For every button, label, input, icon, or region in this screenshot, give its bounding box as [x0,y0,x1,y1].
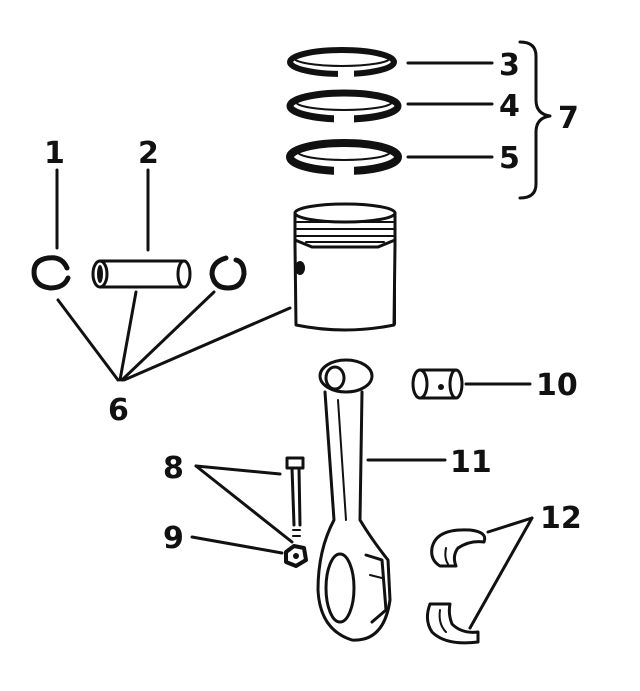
connecting-rod-bearing-upper [430,528,487,568]
callout-4: 4 [499,89,520,124]
callout-1: 1 [44,136,65,171]
leader-lines-6 [56,290,292,382]
callout-6: 6 [108,393,129,428]
connecting-rod-nut [284,544,308,568]
callout-10: 10 [536,368,578,403]
leader-lines-8 [194,464,294,544]
piston-pin-retainer-right [209,255,247,291]
piston-ring-4 [286,89,402,124]
connecting-rod [316,358,392,642]
callout-8: 8 [163,451,184,486]
callout-9: 9 [163,521,184,556]
piston-pin-retainer-left [31,255,71,291]
callout-7: 7 [558,101,579,136]
callout-12: 12 [540,501,582,536]
connecting-rod-bolt [285,456,305,537]
connecting-rod-bushing [411,368,464,400]
leader-lines-12 [468,516,534,630]
callout-2: 2 [138,136,159,171]
callout-11: 11 [450,445,492,480]
ring-set-brace [518,40,552,200]
callout-5: 5 [499,141,520,176]
piston-ring-5 [286,139,402,177]
callout-3: 3 [499,48,520,83]
connecting-rod-bearing-lower [425,602,480,645]
leader-line-9 [190,535,284,555]
piston-ring-3 [287,47,397,78]
piston-pin [91,259,192,289]
piston [293,202,397,332]
